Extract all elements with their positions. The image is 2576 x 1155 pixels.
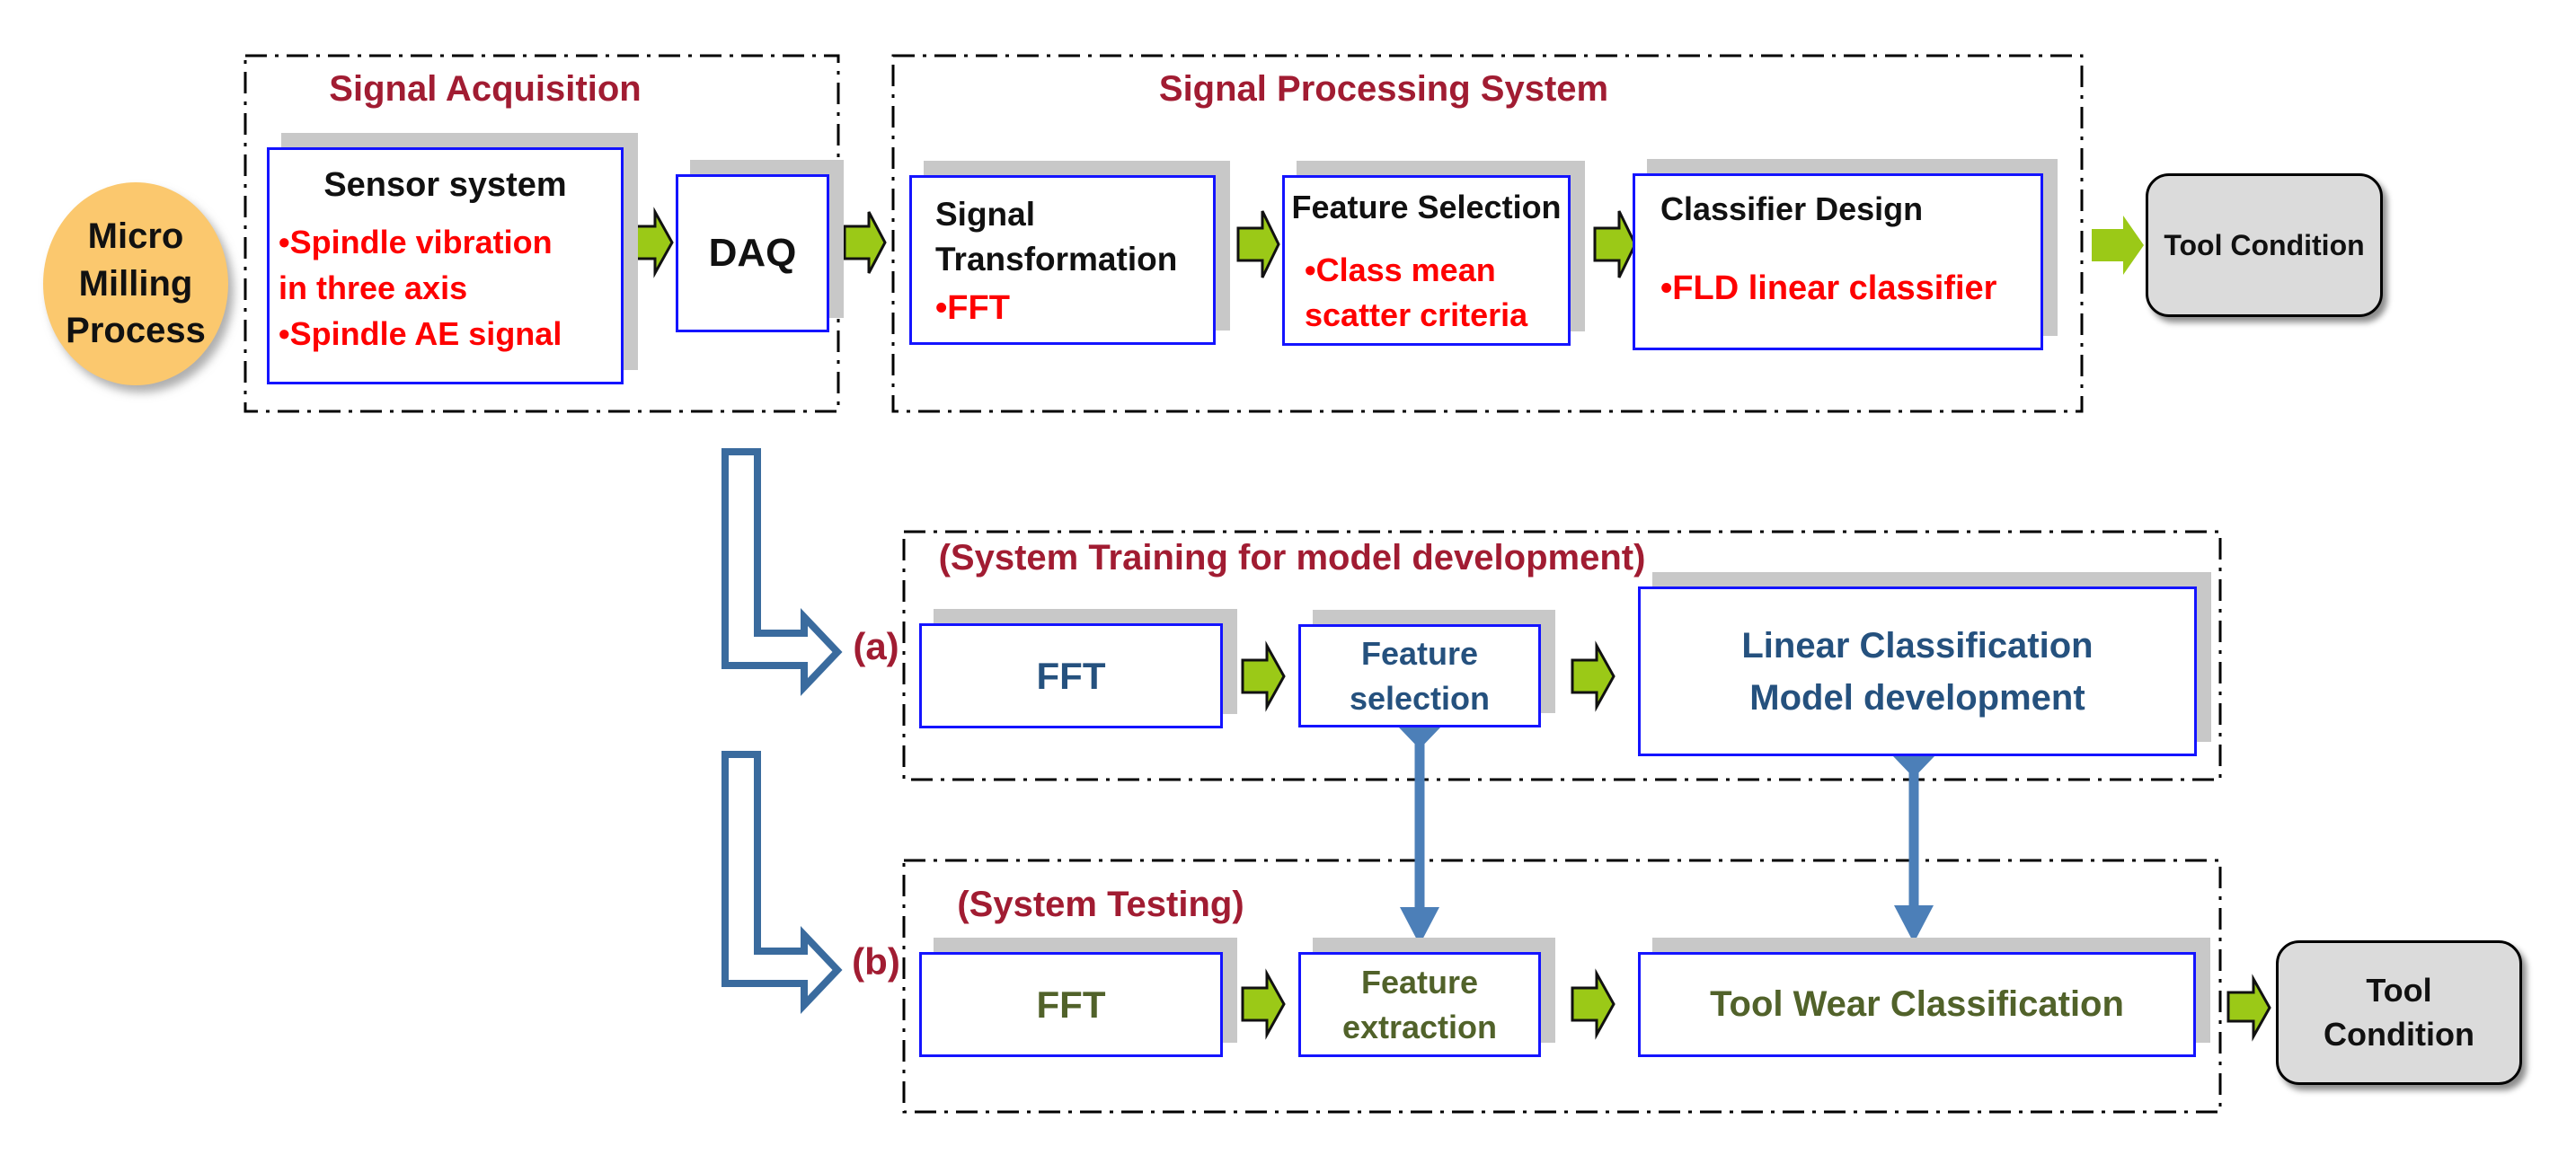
- training-selection-to-extraction-arrow-icon: [1399, 706, 1440, 945]
- training-group-border: [902, 530, 2222, 781]
- elbow-arrow-to-testing-icon: [721, 751, 843, 1015]
- testing-row-label: (b): [852, 940, 900, 983]
- flow-arrow-sensor-to-daq-icon: [627, 207, 674, 278]
- training-row-title: (System Training for model development): [938, 538, 1646, 578]
- flow-arrow-testing-fft-to-extraction-icon: [1241, 968, 1286, 1040]
- training-fft-box: FFT: [919, 623, 1223, 728]
- testing-row-title: (System Testing): [957, 885, 1244, 924]
- flow-arrow-to-tool-condition-bottom-icon: [2226, 974, 2271, 1042]
- feature-selection-box: Feature Selection •Class mean scatter cr…: [1282, 175, 1571, 346]
- training-row-label: (a): [853, 625, 899, 667]
- feature-selection-bullet: •Class mean scatter criteria: [1305, 251, 1528, 334]
- training-feature-selection-box: Feature selection: [1298, 624, 1541, 727]
- feature-selection-heading: Feature Selection: [1291, 189, 1562, 225]
- linear-classification-model-box: Linear Classification Model development: [1638, 586, 2197, 756]
- flow-arrow-training-selection-to-model-icon: [1571, 640, 1616, 712]
- signal-processing-title: Signal Processing System: [1158, 69, 1609, 109]
- flow-arrow-selection-to-classifier-icon: [1593, 210, 1637, 278]
- sensor-bullet-vibration: •Spindle vibration in three axis: [279, 224, 553, 307]
- sensor-system-heading: Sensor system: [323, 166, 567, 204]
- testing-feature-extraction-box: Feature extraction: [1298, 952, 1541, 1057]
- tool-wear-classification-box: Tool Wear Classification: [1638, 952, 2196, 1057]
- signal-acquisition-title: Signal Acquisition: [329, 69, 642, 109]
- classifier-design-heading: Classifier Design: [1660, 190, 1924, 227]
- testing-fft-box: FFT: [919, 952, 1223, 1057]
- signal-transformation-bullet-fft: •FFT: [935, 289, 1010, 327]
- flow-arrow-daq-to-processing-icon: [843, 211, 887, 274]
- tool-condition-top-box: Tool Condition: [2146, 173, 2383, 317]
- training-model-to-classification-arrow-icon: [1893, 735, 1934, 943]
- micro-milling-process-ellipse: Micro Milling Process: [43, 182, 228, 385]
- signal-transformation-box: Signal Transformation •FFT: [909, 175, 1216, 345]
- signal-acquisition-group-border: [243, 54, 840, 413]
- flow-arrow-to-tool-condition-top-icon: [2092, 216, 2144, 275]
- classifier-design-box: Classifier Design •FLD linear classifier: [1633, 173, 2043, 350]
- classifier-design-bullet: •FLD linear classifier: [1660, 269, 1997, 307]
- flow-arrow-training-fft-to-selection-icon: [1241, 640, 1286, 712]
- flow-arrow-testing-extraction-to-classification-icon: [1571, 968, 1616, 1040]
- sensor-system-box: Sensor system •Spindle vibration in thre…: [267, 147, 624, 384]
- flow-arrow-transformation-to-selection-icon: [1236, 210, 1280, 278]
- daq-box: DAQ: [676, 174, 829, 332]
- tool-condition-bottom-box: Tool Condition: [2276, 940, 2522, 1085]
- signal-transformation-heading: Signal Transformation: [935, 196, 1178, 278]
- sensor-bullet-ae-signal: •Spindle AE signal: [279, 315, 562, 353]
- elbow-arrow-to-training-icon: [721, 448, 843, 697]
- signal-processing-group-border: [891, 54, 2084, 413]
